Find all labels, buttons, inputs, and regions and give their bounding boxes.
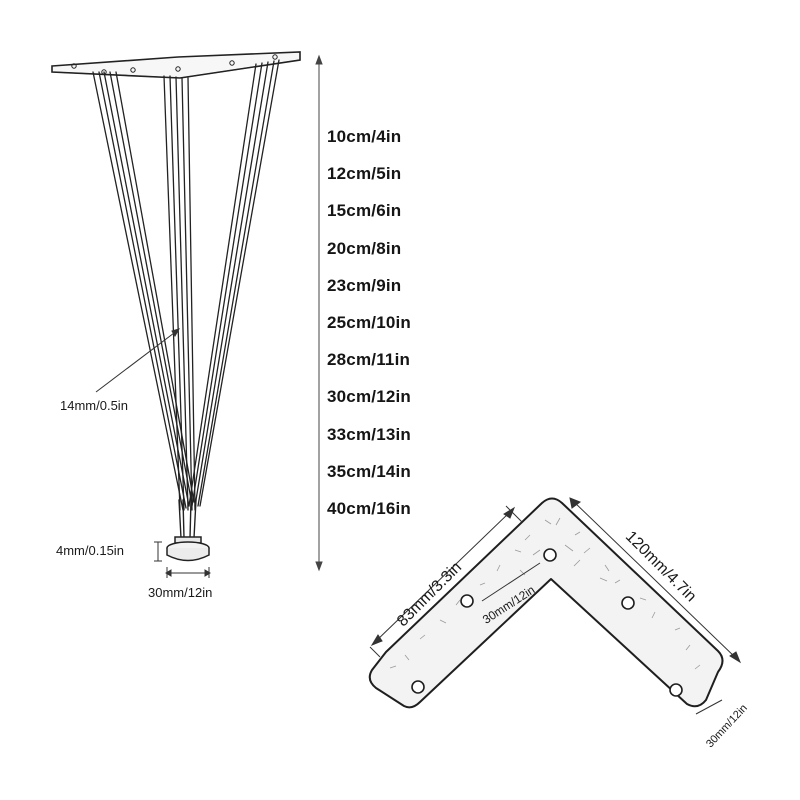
size-option: 10cm/4in xyxy=(327,127,402,146)
leg-rod-left xyxy=(92,71,195,511)
rod-diameter-leader xyxy=(95,328,181,393)
plate-holes xyxy=(411,548,683,697)
foot-height-label: 4mm/0.15in xyxy=(56,543,124,558)
inner-width-leader xyxy=(481,562,541,602)
size-option: 30cm/12in xyxy=(327,387,412,407)
l-mounting-plate xyxy=(368,497,742,715)
size-option: 25cm/10in xyxy=(327,312,412,332)
plate-hole xyxy=(621,596,635,610)
plate-hole xyxy=(460,594,474,608)
plate-texture xyxy=(389,517,701,670)
leg-rod-right xyxy=(188,59,280,507)
leg-top-plate xyxy=(51,51,301,79)
foot-height-marks xyxy=(154,541,162,562)
foot-width-marks xyxy=(165,567,211,578)
size-option: 15cm/6in xyxy=(327,201,402,221)
size-option: 12cm/5in xyxy=(327,164,402,184)
size-option: 40cm/16in xyxy=(327,498,412,518)
leg-shaft xyxy=(178,499,197,539)
leg-foot xyxy=(166,536,210,562)
size-option: 23cm/9in xyxy=(327,275,402,295)
rod-diameter-label: 14mm/0.5in xyxy=(60,398,128,413)
plate-hole xyxy=(669,683,683,697)
size-option: 28cm/11in xyxy=(327,350,411,370)
height-size-list: 10cm/4in 12cm/5in 15cm/6in 20cm/8in 23cm… xyxy=(327,118,411,527)
size-option: 35cm/14in xyxy=(327,461,412,481)
long-arm-dimension xyxy=(569,497,742,664)
leg-rod-center xyxy=(163,75,196,511)
hairpin-leg xyxy=(51,51,301,562)
height-dimension-line xyxy=(315,54,323,572)
short-arm-dimension xyxy=(369,505,523,658)
size-option: 33cm/13in xyxy=(327,424,412,444)
plate-hole xyxy=(543,548,557,562)
arm-width-marks xyxy=(695,699,723,715)
foot-width-label: 30mm/12in xyxy=(148,585,213,600)
size-option: 20cm/8in xyxy=(327,238,402,258)
plate-hole xyxy=(411,680,425,694)
